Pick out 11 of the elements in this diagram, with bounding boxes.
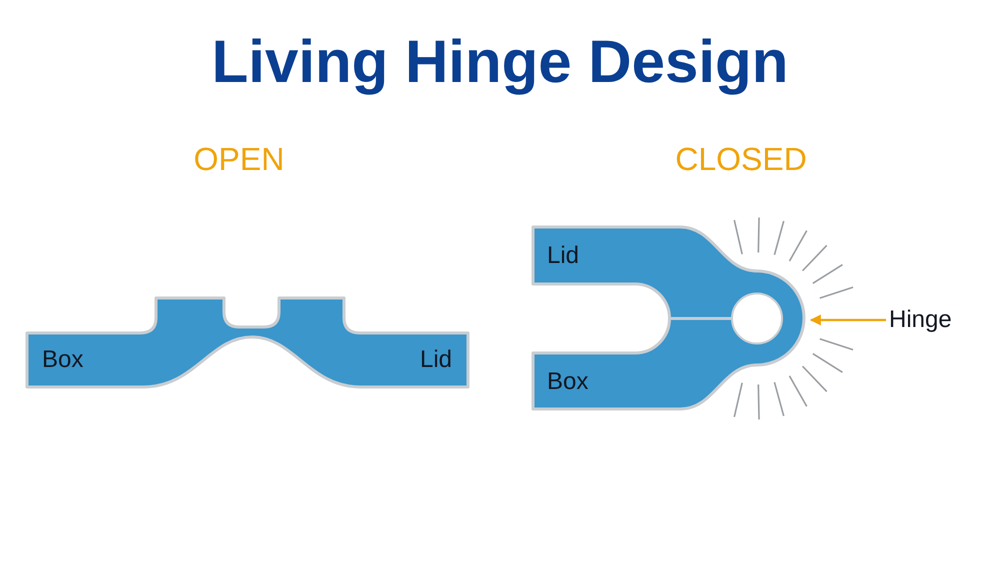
part-label: Lid — [420, 348, 452, 372]
closed-hinge-part — [531, 225, 807, 411]
state-heading: OPEN — [194, 143, 284, 175]
part-label: Box — [547, 370, 588, 394]
part-label: Box — [42, 348, 84, 372]
arrow — [810, 314, 886, 326]
state-heading: CLOSED — [675, 143, 807, 175]
part-label: Lid — [547, 244, 580, 268]
callout-label: Hinge — [889, 308, 952, 332]
open-hinge-part — [25, 296, 470, 389]
title: Living Hinge Design — [212, 28, 788, 95]
